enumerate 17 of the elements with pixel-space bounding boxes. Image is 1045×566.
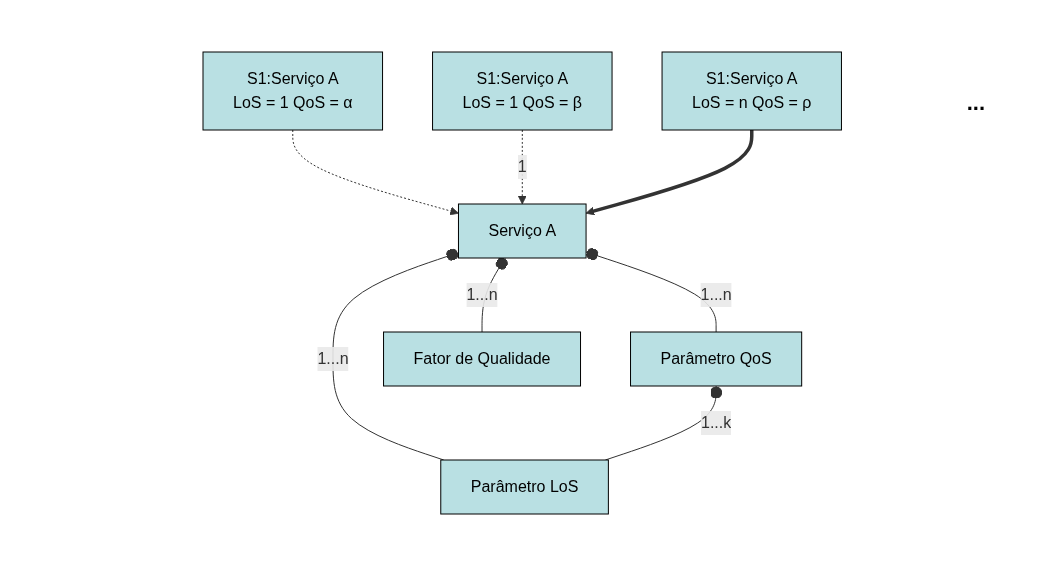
connector [585,248,717,333]
node-box: S1:Serviço A LoS = 1 QoS = α [202,51,384,131]
node-box: Serviço A [458,203,587,259]
edge-label: 1 [518,158,528,175]
arrow [585,130,754,216]
edge-label: 1...n [317,350,349,367]
edge-label: 1...n [700,286,732,303]
node-box: S1:Serviço A LoS = 1 QoS = β [432,51,613,131]
node-box: S1:Serviço A LoS = n QoS = ρ [661,51,843,131]
node-box: Fator de Qualidade [383,331,582,387]
edge-label: 1...n [466,286,498,303]
connector [605,385,723,461]
edge-label: 1...k [701,414,732,431]
ellipsis-label: ... [966,90,985,116]
connector [332,248,460,461]
node-box: Parâmetro LoS [440,459,610,515]
node-box: Parâmetro QoS [630,331,803,387]
